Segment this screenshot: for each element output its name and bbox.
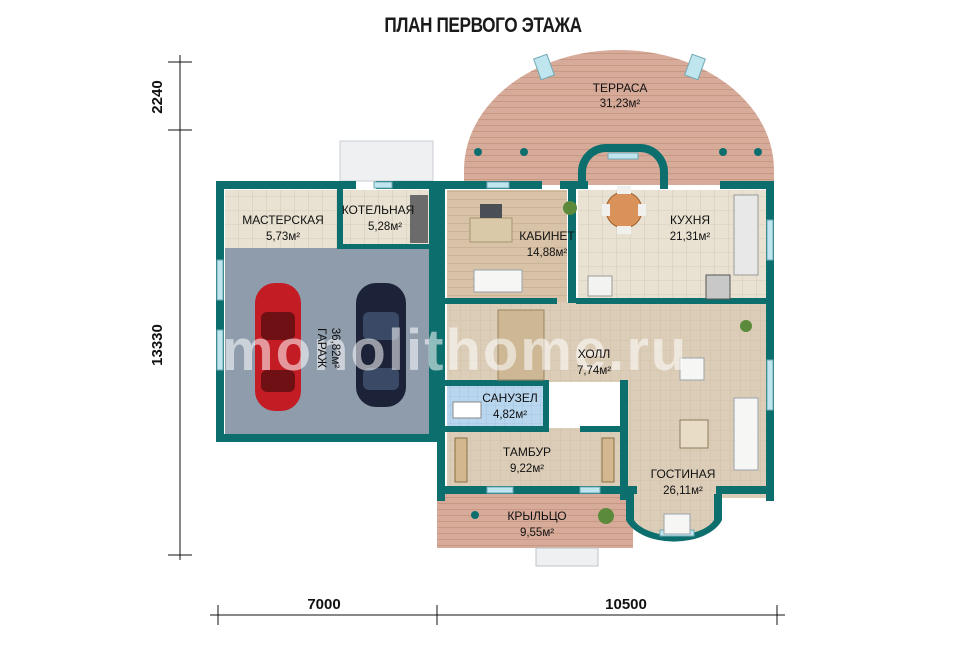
furniture xyxy=(410,186,759,535)
bathroom-area: 4,82м² xyxy=(493,409,527,421)
boiler-name: КОТЕЛЬНАЯ xyxy=(342,203,415,217)
hall-area: 7,74м² xyxy=(577,365,611,377)
plants xyxy=(563,201,752,524)
porch-name: КРЫЛЬЦО xyxy=(507,509,566,523)
porch-step xyxy=(535,547,599,567)
workshop-name: МАСТЕРСКАЯ xyxy=(242,213,324,227)
workshop-floor xyxy=(225,190,337,248)
bathroom-name: САНУЗЕЛ xyxy=(482,391,538,405)
terrace-posts xyxy=(471,148,762,519)
vestibule-name: ТАМБУР xyxy=(503,445,551,459)
vestibule-floor xyxy=(447,428,627,492)
car-red xyxy=(255,283,301,411)
car-navy xyxy=(356,283,406,407)
dimension-lines xyxy=(168,55,785,625)
kitchen-name: КУХНЯ xyxy=(670,213,710,227)
boiler-area: 5,28м² xyxy=(368,221,402,233)
walls xyxy=(216,144,774,542)
dim-bottom-right: 10500 xyxy=(605,596,647,613)
dim-left-top: 2240 xyxy=(149,80,166,113)
watermark: monolithome.ru xyxy=(222,318,688,383)
boiler-entry-step xyxy=(339,140,434,182)
terrace-deck xyxy=(464,50,774,185)
terrace-windows xyxy=(533,53,706,81)
kitchen-area: 21,31м² xyxy=(670,231,711,243)
living-name: ГОСТИНАЯ xyxy=(651,467,716,481)
page-title: ПЛАН ПЕРВОГО ЭТАЖА xyxy=(384,14,582,37)
workshop-area: 5,73м² xyxy=(266,231,300,243)
hall-name: ХОЛЛ xyxy=(578,347,611,361)
dim-left-main: 13330 xyxy=(149,324,166,366)
room-labels: ТЕРРАСА 31,23м² МАСТЕРСКАЯ 5,73м² КОТЕЛЬ… xyxy=(242,81,715,539)
terrace-name: ТЕРРАСА xyxy=(593,81,648,95)
porch-area: 9,55м² xyxy=(520,527,554,539)
dim-bottom-left: 7000 xyxy=(307,596,340,613)
study-name: КАБИНЕТ xyxy=(519,229,575,243)
vestibule-area: 9,22м² xyxy=(510,463,544,475)
garage-name: ГАРАЖ xyxy=(315,328,329,368)
living-area: 26,11м² xyxy=(663,485,703,497)
garage-area: 36,82м² xyxy=(329,328,341,369)
terrace-area: 31,23м² xyxy=(600,98,641,110)
living-floor xyxy=(620,302,766,535)
study-area: 14,88м² xyxy=(527,247,568,259)
